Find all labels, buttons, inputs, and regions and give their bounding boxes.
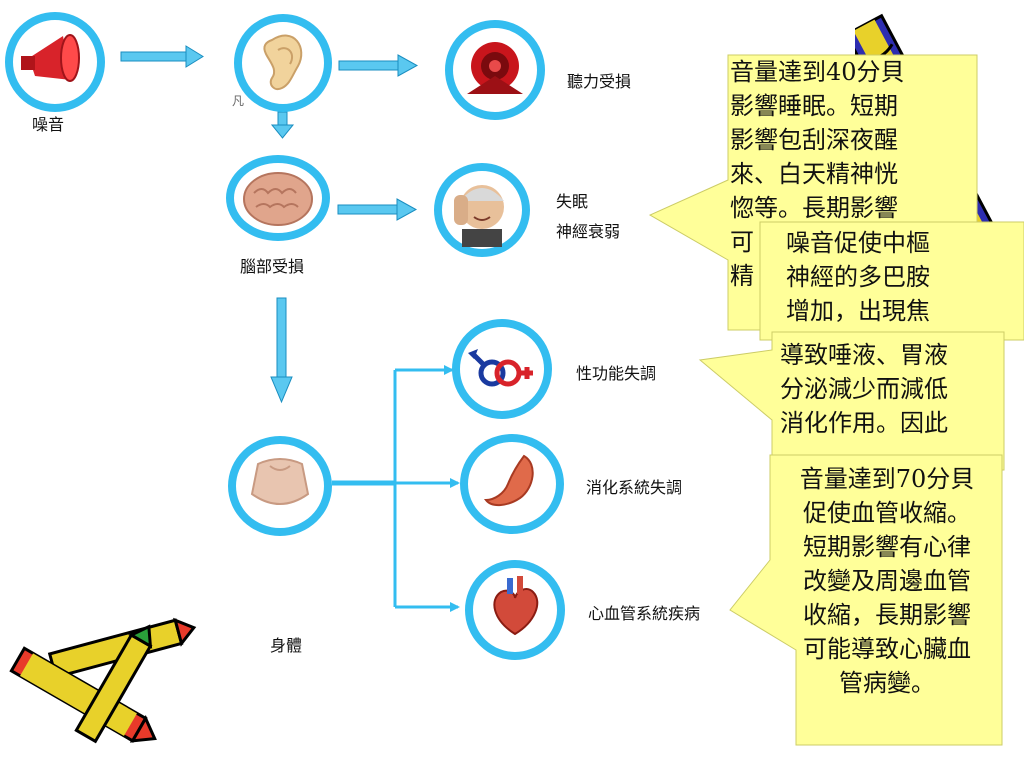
hearing-label: 聽力受損 xyxy=(567,72,632,91)
callout-4: 音量達到70分貝 促使血管收縮。 短期影響有心律 改變及周邊血管 收縮，長期影響… xyxy=(772,462,1002,742)
callout-2: 噪音促使中樞 神經的多巴胺 增加，出現焦 xyxy=(786,226,1024,326)
connector-body-branches xyxy=(332,365,460,612)
heart-icon xyxy=(493,576,539,636)
megaphone-icon xyxy=(21,34,80,82)
callout-4-shape xyxy=(729,454,1003,746)
callout-1: 音量達到40分貝 影響睡眠。短期 影響包刮深夜醒 來、白天精神恍 惚等。長期影響… xyxy=(730,55,980,330)
arrow-noise-to-ear xyxy=(120,45,204,68)
body-node xyxy=(228,436,332,536)
hearing-node xyxy=(445,20,545,120)
callout-3-shape xyxy=(698,331,1005,471)
headache-man-icon xyxy=(454,185,504,247)
callout-4-line: 改變及周邊血管 xyxy=(803,567,971,595)
noise-label: 噪音 xyxy=(32,115,65,134)
cardio-label: 心血管系統疾病 xyxy=(588,604,701,623)
arrow-brain-to-body xyxy=(270,297,293,404)
callout-4-line: 管病變。 xyxy=(839,669,935,697)
sexual-node xyxy=(452,319,552,419)
gender-symbol-icon xyxy=(468,349,533,387)
callout-4-line: 短期影響有心律 xyxy=(803,533,971,561)
arrow-ear-to-brain xyxy=(270,111,295,139)
arrow-brain-to-insomnia xyxy=(337,198,418,221)
callout-4-line: 收縮，長期影響 xyxy=(803,601,971,629)
callout-1-line: 音量達到40分貝 xyxy=(730,58,905,86)
sexual-label: 性功能失調 xyxy=(576,364,657,383)
callout-2-line: 噪音促使中樞 xyxy=(786,229,930,257)
insomnia-node xyxy=(434,163,530,257)
callout-1-line: 精 xyxy=(730,262,754,290)
callout-4-line: 促使血管收縮。 xyxy=(803,499,971,527)
arrow-ear-to-hearing xyxy=(338,54,419,77)
cardio-node xyxy=(465,560,565,660)
digestive-label: 消化系統失調 xyxy=(586,478,683,497)
callout-2-shape xyxy=(759,221,1024,341)
brain-node xyxy=(226,155,330,241)
callout-2-line: 增加，出現焦 xyxy=(786,297,930,325)
body-label: 身體 xyxy=(270,636,303,655)
insomnia-label-line1: 失眠 xyxy=(556,192,589,211)
callout-1-line: 惚等。長期影響 xyxy=(730,194,898,222)
crayons-icon xyxy=(9,617,197,744)
callout-4-line: 音量達到70分貝 xyxy=(799,465,975,493)
insomnia-label-line2: 神經衰弱 xyxy=(556,222,621,241)
broken-speaker-icon xyxy=(467,42,523,94)
brain-label: 腦部受損 xyxy=(240,257,305,276)
callout-3-line: 分泌減少而減低 xyxy=(780,375,948,403)
torso-icon xyxy=(250,458,310,505)
callout-4-line: 可能導致心臟血 xyxy=(803,635,971,663)
ear-node xyxy=(234,14,332,112)
ear-icon xyxy=(263,34,303,90)
callout-1-line: 可 xyxy=(730,228,754,256)
callout-1-line: 影響睡眠。短期 xyxy=(730,92,898,120)
digestive-node xyxy=(460,434,564,534)
brain-icon xyxy=(243,172,313,226)
stomach-icon xyxy=(483,454,534,506)
callout-3-line: 消化作用。因此 xyxy=(780,409,948,437)
callout-2-line: 神經的多巴胺 xyxy=(786,263,930,291)
callout-1-line: 來、白天精神恍 xyxy=(730,160,898,188)
noise-node xyxy=(5,12,105,112)
ear-label-fragment: 凡 xyxy=(232,94,245,108)
callout-1-line: 影響包刮深夜醒 xyxy=(730,126,898,154)
callout-3: 導致唾液、胃液 分泌減少而減低 消化作用。因此 xyxy=(780,338,1004,446)
callout-3-line: 導致唾液、胃液 xyxy=(780,341,948,369)
